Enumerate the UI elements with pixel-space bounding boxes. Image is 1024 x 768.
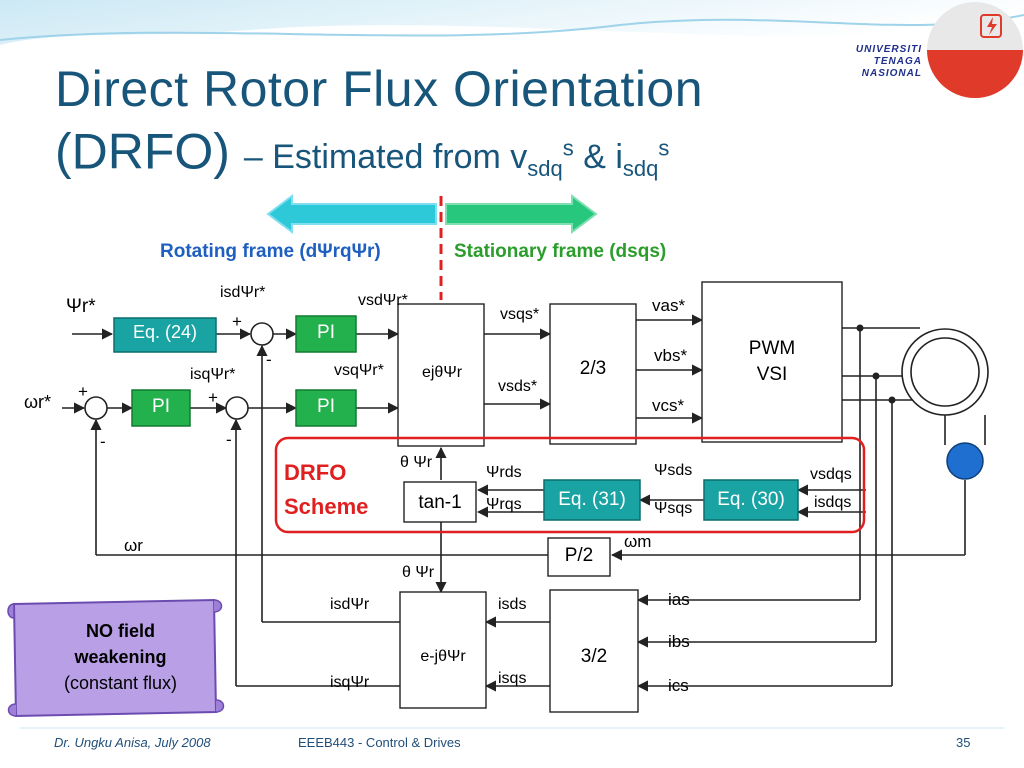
psi-rd-label: Ψrds — [486, 464, 522, 481]
pwm-label: PWM — [748, 338, 796, 359]
title-subtitle: – Estimated from v — [243, 138, 528, 177]
background-wave-line — [0, 14, 1024, 41]
omega-r-label: ωr — [124, 536, 143, 555]
background-wave — [0, 0, 1024, 45]
ejtheta-block — [397, 303, 485, 447]
vsd-s-label: vsds* — [498, 378, 538, 395]
title-drfo: (DRFO) — [55, 123, 230, 180]
isd-ref-label: isdΨr* — [220, 284, 266, 301]
pi-speed-block — [131, 389, 191, 427]
lightning-icon — [980, 14, 1002, 38]
plus-speed: + — [78, 382, 88, 401]
vcs-label: vcs* — [652, 396, 685, 415]
psi-rq-label: Ψrqs — [486, 496, 522, 513]
pi-torque-block — [295, 389, 357, 427]
title-line1: Direct Rotor Flux Orientation — [55, 61, 704, 117]
pi-flux-label: PI — [317, 322, 335, 343]
stationary-frame-label: Stationary frame (dsqs) — [454, 241, 667, 262]
p2-label: P/2 — [564, 545, 594, 566]
pwm-vsi-block — [701, 281, 843, 443]
vsq-ref-label: vsqΨr* — [334, 362, 384, 379]
isd-psi-label: isdΨr — [330, 596, 370, 613]
psi-r-ref-label: Ψr* — [66, 296, 96, 317]
omega-m-label: ωm — [624, 532, 652, 551]
three-two-label: 3/2 — [580, 646, 608, 667]
sum-junction-torque — [225, 396, 249, 420]
three-two-block — [549, 589, 639, 713]
vsq-s-label: vsqs* — [500, 306, 540, 323]
isd-s-label: isds — [498, 596, 527, 613]
minus-flux: - — [266, 350, 272, 369]
minus-torque: - — [226, 430, 232, 449]
ejtheta-label: ejθΨr — [421, 364, 463, 381]
rotating-frame-label: Rotating frame (dΨrqΨr) — [160, 241, 381, 262]
drfo-scheme-box — [274, 436, 866, 534]
two-three-label: 2/3 — [579, 358, 607, 379]
eq30-block — [703, 479, 799, 521]
isq-ref-label: isqΨr* — [190, 366, 236, 383]
vbs-label: vbs* — [654, 346, 688, 365]
junction-dots — [856, 324, 896, 404]
note-text: NO field weakening (constant flux) — [63, 621, 178, 693]
title-line2: (DRFO) – Estimated from vsdqs & isdqs — [55, 123, 670, 182]
isdq-label: isdqs — [814, 494, 852, 511]
theta-bot-label: θ Ψr — [402, 564, 435, 581]
motor-icon — [901, 328, 989, 480]
sum-junction-speed — [84, 396, 108, 420]
note-scroll — [7, 598, 225, 718]
vsdq-label: vsdqs — [810, 466, 852, 483]
plus-flux: + — [232, 312, 242, 331]
ics-label: ics — [668, 676, 689, 695]
plus-torque: + — [208, 388, 218, 407]
two-three-block — [549, 303, 637, 445]
frame-arrows — [266, 194, 598, 234]
drfo-label: DRFO Scheme — [284, 460, 369, 519]
psi-sq-label: Ψsqs — [654, 500, 693, 517]
vsd-ref-label: vsdΨr* — [358, 292, 408, 309]
eq24-block — [113, 317, 217, 353]
tan-block — [403, 481, 477, 523]
signal-wires — [62, 314, 966, 692]
footer-page-number: 35 — [956, 735, 971, 750]
omega-r-ref-label: ωr* — [24, 392, 52, 412]
footer-author: Dr. Ungku Anisa, July 2008 — [54, 735, 211, 750]
ias-label: ias — [668, 590, 690, 609]
footer-course: EEEB443 - Control & Drives — [298, 735, 461, 750]
pi-speed-label: PI — [152, 396, 170, 417]
slide-title: Direct Rotor Flux Orientation (DRFO) – E… — [55, 60, 835, 200]
sum-junction-flux — [250, 322, 274, 346]
eq30-label: Eq. (30) — [717, 489, 785, 510]
university-name: UNIVERSITI TENAGA NASIONAL — [855, 44, 922, 79]
theta-top-label: θ Ψr — [400, 454, 433, 471]
tan-label: tan-1 — [418, 492, 462, 513]
pi-flux-block — [295, 315, 357, 353]
pi-torque-label: PI — [317, 396, 335, 417]
ibs-label: ibs — [668, 632, 690, 651]
vsi-label: VSI — [756, 364, 788, 385]
eq31-label: Eq. (31) — [558, 489, 626, 510]
e-neg-label: e-jθΨr — [420, 648, 466, 665]
eq31-block — [543, 479, 641, 521]
psi-sd-label: Ψsds — [654, 462, 693, 479]
e-neg-block — [399, 591, 487, 709]
eq24-label: Eq. (24) — [132, 322, 198, 342]
minus-speed: - — [100, 432, 106, 451]
isq-psi-label: isqΨr — [330, 674, 370, 691]
vas-label: vas* — [652, 296, 686, 315]
p2-block — [547, 537, 611, 577]
university-logo — [927, 2, 1023, 98]
isq-s-label: isqs — [498, 670, 527, 687]
